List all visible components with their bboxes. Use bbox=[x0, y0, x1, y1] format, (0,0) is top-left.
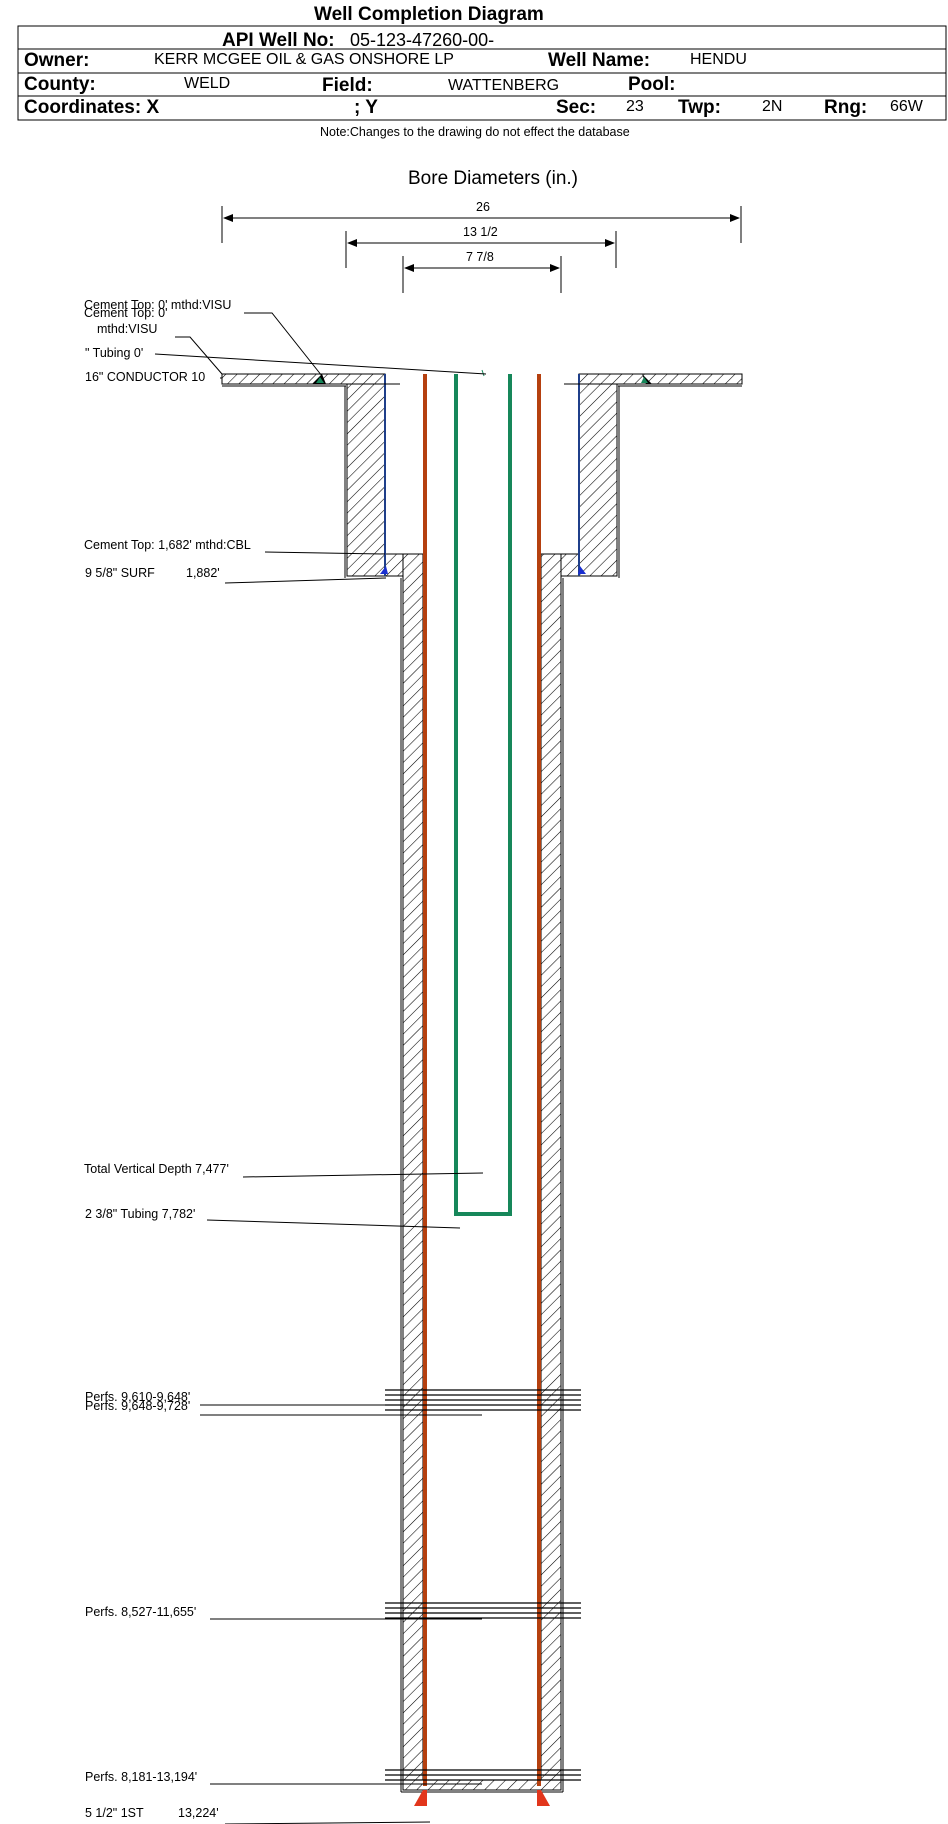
perfs-label-3: Perfs. 8,527-11,655' bbox=[85, 1605, 197, 1619]
surface-casing-name: 9 5/8" SURF bbox=[85, 566, 155, 580]
well-name-label: Well Name: bbox=[548, 50, 651, 71]
field-label: Field: bbox=[322, 75, 373, 96]
surface-casing bbox=[370, 374, 594, 576]
casing-shoe-left bbox=[414, 1790, 427, 1806]
bore-diameter-7-7-8: 7 7/8 bbox=[466, 250, 494, 264]
surface-cement bbox=[344, 383, 620, 578]
production-casing-name: 5 1/2" 1ST bbox=[85, 1806, 144, 1820]
bore-diameter-26: 26 bbox=[476, 200, 490, 214]
tubing-bottom-label: 2 3/8" Tubing 7,782' bbox=[85, 1207, 196, 1221]
rng-label: Rng: bbox=[824, 97, 868, 118]
county-label: County: bbox=[24, 74, 96, 95]
conductor-cement bbox=[221, 373, 743, 387]
coordinates-label: Coordinates: X bbox=[24, 97, 160, 118]
cement-top-conductor-label-overlap: Cement Top: 0' bbox=[84, 306, 168, 320]
twp-label: Twp: bbox=[678, 97, 721, 118]
perfs-label-1: Perfs. 9,610-9,648' bbox=[85, 1390, 191, 1404]
rng-value: 66W bbox=[890, 98, 923, 115]
cement-top-conductor-label: Cement Top: 0' mthd:VISU bbox=[84, 298, 232, 312]
county-value: WELD bbox=[184, 75, 231, 92]
cement-top-conductor-method: mthd:VISU bbox=[97, 322, 158, 336]
api-value: 05-123-47260-00- bbox=[350, 30, 495, 50]
production-casing bbox=[414, 374, 550, 1806]
conductor-casing-label: 16" CONDUCTOR 10 bbox=[85, 370, 206, 384]
tubing-top-label: " Tubing 0' bbox=[85, 346, 144, 360]
production-cement bbox=[384, 553, 580, 1793]
perforations bbox=[385, 1389, 581, 1781]
pool-label: Pool: bbox=[628, 74, 676, 95]
perfs-label-2: Perfs. 9,648-9,728' bbox=[85, 1399, 191, 1413]
bore-dimension-lines bbox=[221, 206, 742, 293]
page-title: Well Completion Diagram bbox=[314, 4, 544, 25]
tubing bbox=[454, 369, 512, 1216]
disclaimer-note: Note:Changes to the drawing do not effec… bbox=[320, 125, 630, 139]
sec-value: 23 bbox=[626, 98, 644, 115]
bore-diameters-title: Bore Diameters (in.) bbox=[408, 168, 578, 189]
y-coordinate-label: ; Y bbox=[354, 97, 378, 118]
perfs-label-4: Perfs. 8,181-13,194' bbox=[85, 1770, 198, 1784]
cement-top-marker-right bbox=[642, 374, 652, 384]
api-label: API Well No: bbox=[222, 30, 335, 51]
surface-casing-depth: 1,882' bbox=[186, 566, 220, 580]
owner-label: Owner: bbox=[24, 50, 90, 71]
casing-shoe-right bbox=[537, 1790, 550, 1806]
production-casing-depth: 13,224' bbox=[178, 1806, 219, 1820]
well-name-value: HENDU bbox=[690, 51, 747, 68]
sec-label: Sec: bbox=[556, 97, 597, 118]
cement-top-surface-label: Cement Top: 1,682' mthd:CBL bbox=[84, 538, 251, 552]
bore-diameter-13-1-2: 13 1/2 bbox=[463, 225, 498, 239]
total-vertical-depth-label: Total Vertical Depth 7,477' bbox=[84, 1162, 229, 1176]
field-value: WATTENBERG bbox=[448, 77, 560, 94]
twp-value: 2N bbox=[762, 98, 783, 115]
owner-value: KERR MCGEE OIL & GAS ONSHORE LP bbox=[154, 51, 454, 68]
header-table-lines bbox=[17, 25, 947, 121]
